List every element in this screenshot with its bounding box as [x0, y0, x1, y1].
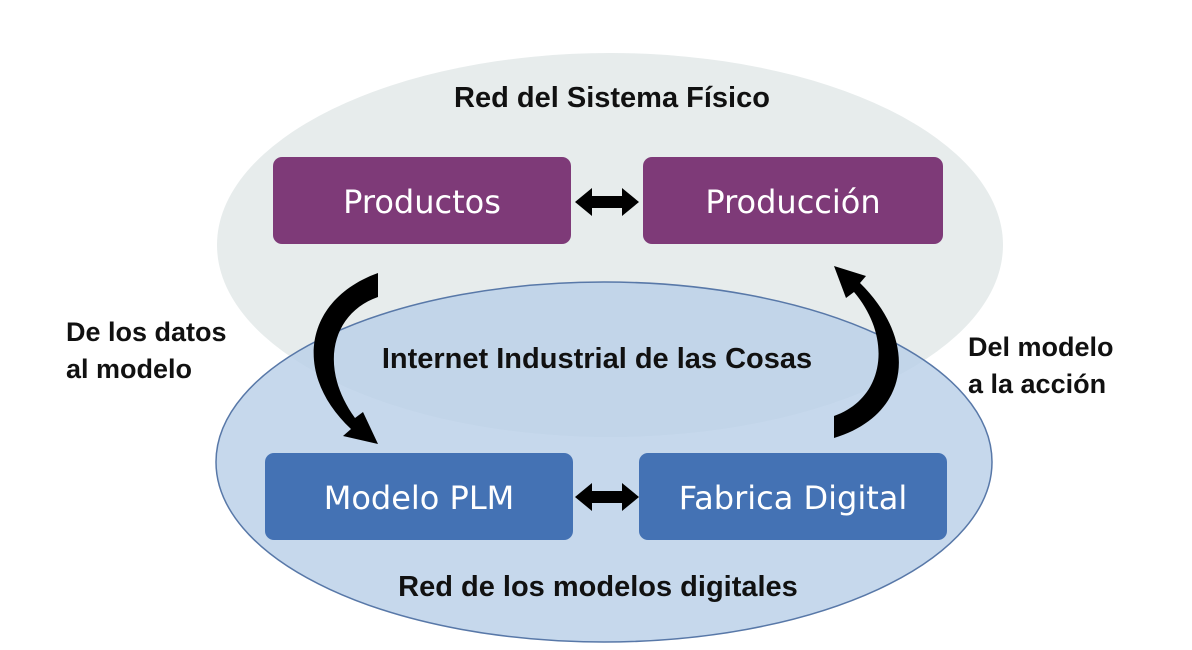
- products-box: Productos: [273, 157, 571, 244]
- digital-factory-label: Fabrica Digital: [679, 479, 908, 517]
- plm-model-label: Modelo PLM: [324, 479, 515, 517]
- left-caption-line2: al modelo: [66, 354, 192, 384]
- double-arrow-icon: [575, 188, 639, 216]
- plm-model-box: Modelo PLM: [265, 453, 573, 540]
- digital-network-title: Red de los modelos digitales: [398, 571, 798, 603]
- left-caption-line1: De los datos: [66, 317, 227, 347]
- double-arrow-icon: [575, 483, 639, 511]
- right-caption-line2: a la acción: [968, 369, 1106, 399]
- curved-arrow-down-icon: [313, 273, 378, 444]
- production-box: Producción: [643, 157, 943, 244]
- digital-factory-box: Fabrica Digital: [639, 453, 947, 540]
- center-label: Internet Industrial de las Cosas: [382, 343, 812, 375]
- production-label: Producción: [705, 183, 880, 221]
- products-label: Productos: [343, 183, 501, 221]
- curved-arrow-up-icon: [834, 266, 899, 438]
- digital-network-ellipse: [215, 281, 993, 643]
- physical-network-title: Red del Sistema Físico: [454, 82, 770, 114]
- right-caption-line1: Del modelo: [968, 332, 1114, 362]
